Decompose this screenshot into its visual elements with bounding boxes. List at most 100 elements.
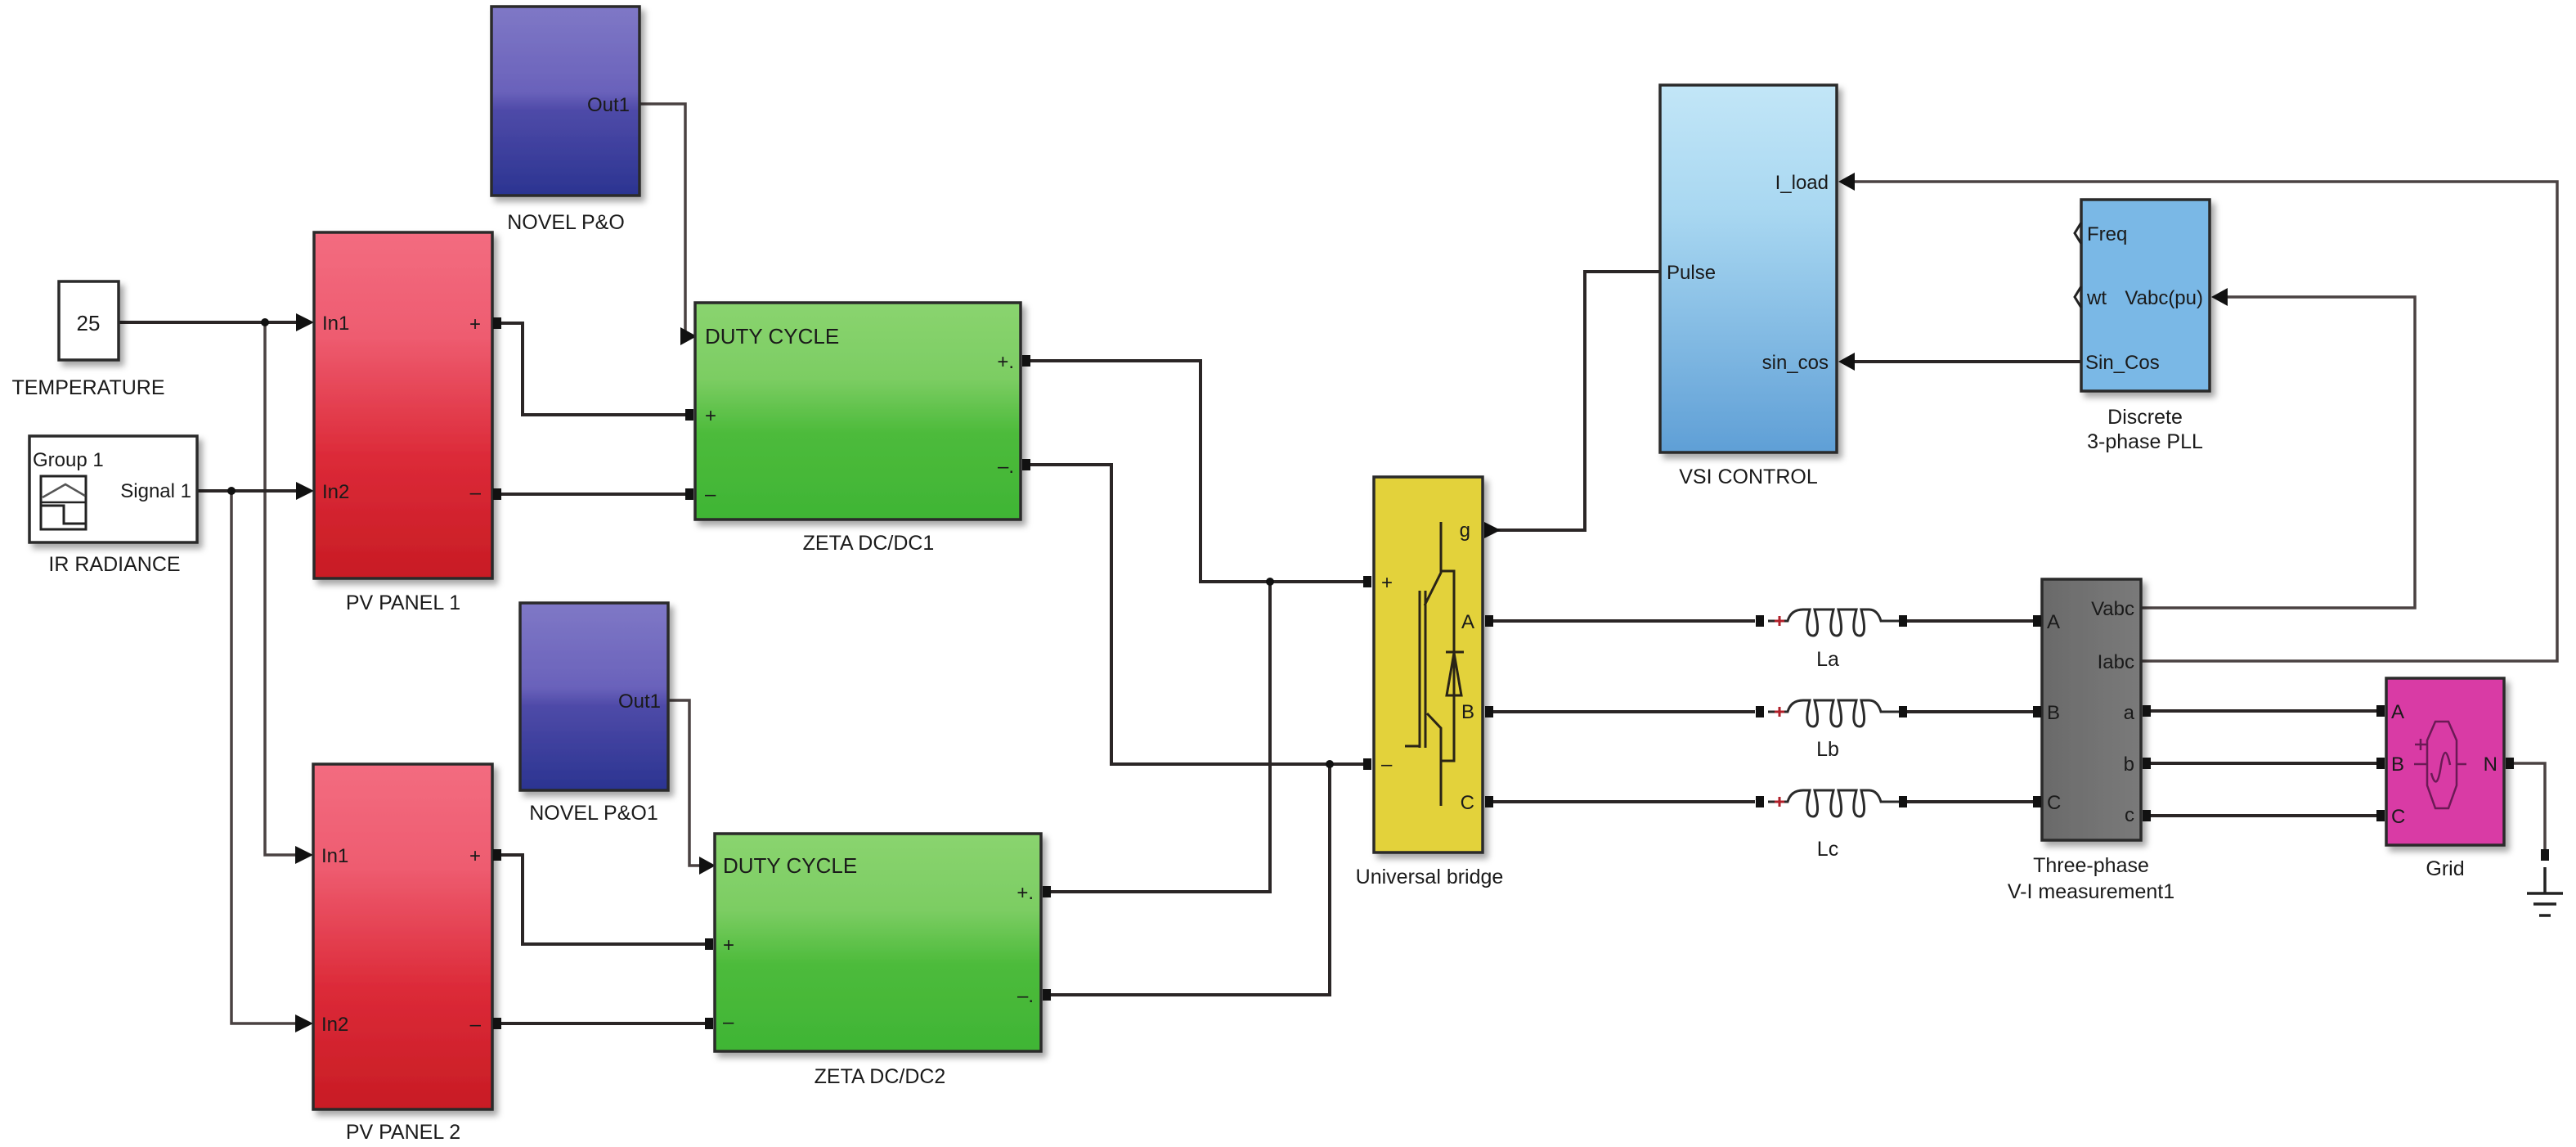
zeta2-in-plus-connector[interactable] [705, 938, 713, 950]
bridge-a-connector[interactable] [1485, 615, 1493, 627]
meas-A-connector[interactable] [2033, 615, 2041, 627]
wire-zeta1-minus[interactable] [1029, 463, 1367, 766]
zeta2-out-plus-port: +. [1016, 882, 1034, 904]
zeta1-out-plus-port: +. [997, 351, 1014, 373]
wire-grid-ground[interactable] [2511, 762, 2547, 851]
inductor-label: Lb [1816, 738, 1839, 761]
inductor-coil-icon [1768, 699, 1899, 728]
vi-measurement-block[interactable]: A B C Vabc Iabc a b c [2033, 578, 2151, 842]
vi-measurement-label-line2: V-I measurement1 [2008, 880, 2174, 903]
igbt-diode-icon [1405, 522, 1464, 806]
novel-po-block[interactable]: Out1 [490, 5, 641, 197]
inductor-lb[interactable]: Lb [1756, 699, 1907, 761]
pv-panel-1-block[interactable]: In1 In2 + – [312, 231, 501, 580]
inductor-la[interactable]: La [1756, 608, 1907, 671]
inductor-left-connector[interactable] [1756, 706, 1764, 717]
meas-B-port: B [2047, 702, 2060, 724]
pv1-minus-connector[interactable] [493, 488, 501, 500]
bridge-minus-connector[interactable] [1363, 758, 1371, 770]
wire-temp-pv2[interactable] [263, 322, 304, 857]
vsi-pulse-port: Pulse [1667, 262, 1716, 284]
meas-C-connector[interactable] [2033, 796, 2041, 807]
pv2-minus-connector[interactable] [493, 1018, 501, 1029]
zeta2-in-minus-connector[interactable] [705, 1018, 713, 1029]
wire-vabc-pll[interactable] [2141, 295, 2417, 609]
zeta1-duty-cycle-port: DUTY CYCLE [705, 324, 839, 349]
bridge-c-connector[interactable] [1485, 796, 1493, 807]
universal-bridge-block[interactable]: g + – A B C [1363, 475, 1493, 854]
zeta-dcdc-1-block[interactable]: DUTY CYCLE + – +. –. [685, 301, 1030, 521]
zeta2-duty-cycle-port: DUTY CYCLE [723, 853, 857, 878]
novel-po1-block[interactable]: Out1 [518, 601, 670, 792]
ir-signal-output: Signal 1 [120, 480, 191, 502]
meas-C-port: C [2047, 792, 2061, 814]
wire-zeta1-plus[interactable] [1029, 359, 1367, 583]
zeta1-in-plus-connector[interactable] [685, 409, 693, 421]
ground-icon[interactable] [2527, 849, 2563, 917]
wires [119, 102, 2559, 1025]
grid-block[interactable]: A B C N [2376, 677, 2514, 847]
zeta1-out-minus-port: –. [998, 456, 1014, 478]
pv-panel-2-label: PV PANEL 2 [346, 1121, 460, 1144]
pll-freq-outport-icon [2073, 222, 2083, 245]
pll-block[interactable]: Freq wt Vabc(pu) Sin_Cos [2073, 198, 2211, 393]
zeta1-in-minus-port: – [705, 484, 716, 506]
wire-zeta2-minus[interactable] [1049, 764, 1331, 996]
temperature-label: TEMPERATURE [11, 376, 164, 399]
inductor-right-connector[interactable] [1899, 706, 1907, 717]
pll-label-line2: 3-phase PLL [2087, 430, 2203, 453]
wire-pv2-plus[interactable] [500, 853, 707, 946]
arrow-zeta1-duty [680, 327, 697, 345]
zeta2-out-minus-connector[interactable] [1043, 989, 1051, 1001]
zeta2-out-plus-connector[interactable] [1043, 886, 1051, 897]
vsi-control-block[interactable]: I_load Pulse sin_cos [1658, 83, 1838, 454]
grid-label: Grid [2426, 857, 2464, 880]
meas-b-connector[interactable] [2143, 758, 2151, 769]
pll-wt-outport-icon [2073, 286, 2083, 308]
wire-pulse-g[interactable] [1495, 270, 1660, 532]
wire-zeta2-plus[interactable] [1049, 582, 1272, 893]
wire-po-zeta1[interactable] [640, 102, 687, 338]
temperature-block[interactable]: 25 [57, 280, 120, 362]
pv1-minus-port: – [470, 482, 482, 504]
wire-ir-pv2[interactable] [230, 491, 304, 1025]
meas-b-port: b [2124, 753, 2134, 776]
inductor-right-connector[interactable] [1899, 796, 1907, 807]
zeta2-out-minus-port: –. [1017, 985, 1034, 1007]
arrow-pv1-in1 [296, 313, 314, 331]
inductor-left-connector[interactable] [1756, 796, 1764, 807]
bridge-b-connector[interactable] [1485, 706, 1493, 717]
ir-radiance-block[interactable]: Group 1 Signal 1 [28, 434, 199, 544]
meas-a-connector[interactable] [2143, 705, 2151, 717]
inductor-right-connector[interactable] [1899, 615, 1907, 627]
wire-iabc-vsi[interactable] [1853, 180, 2559, 663]
arrow-zeta2-duty [699, 857, 716, 875]
zeta1-in-minus-connector[interactable] [685, 488, 693, 500]
grid-B-connector[interactable] [2376, 758, 2385, 769]
pv1-in2-port: In2 [322, 481, 349, 503]
meas-B-connector[interactable] [2033, 706, 2041, 717]
zeta-dcdc-2-block[interactable]: DUTY CYCLE + – +. –. [705, 832, 1051, 1053]
zeta1-out-plus-connector[interactable] [1022, 355, 1030, 367]
signal-builder-icon [39, 475, 88, 531]
grid-A-connector[interactable] [2376, 705, 2385, 717]
arrow-pv2-in2 [295, 1014, 313, 1032]
zeta1-out-minus-connector[interactable] [1022, 459, 1030, 470]
bridge-plus-connector[interactable] [1363, 576, 1371, 587]
pv1-plus-connector[interactable] [493, 317, 501, 329]
pv-panel-2-block[interactable]: In1 In2 + – [312, 762, 501, 1111]
wire-pv1-plus[interactable] [500, 322, 687, 416]
meas-c-connector[interactable] [2143, 810, 2151, 821]
inductor-left-connector[interactable] [1756, 615, 1764, 627]
arrow-vsi-sincos [1838, 353, 1855, 371]
pv2-plus-connector[interactable] [493, 849, 501, 861]
grid-N-connector[interactable] [2506, 758, 2514, 769]
wire-po1-zeta2[interactable] [668, 699, 705, 867]
grid-C-connector[interactable] [2376, 810, 2385, 821]
inductor-lc[interactable]: Lc [1756, 789, 1907, 861]
pll-sincos-port: Sin_Cos [2085, 352, 2160, 374]
arrowheads [295, 173, 2228, 1032]
grid-C-port: C [2391, 806, 2405, 828]
meas-a-port: a [2124, 702, 2135, 724]
bridge-b-port: B [1461, 701, 1474, 723]
